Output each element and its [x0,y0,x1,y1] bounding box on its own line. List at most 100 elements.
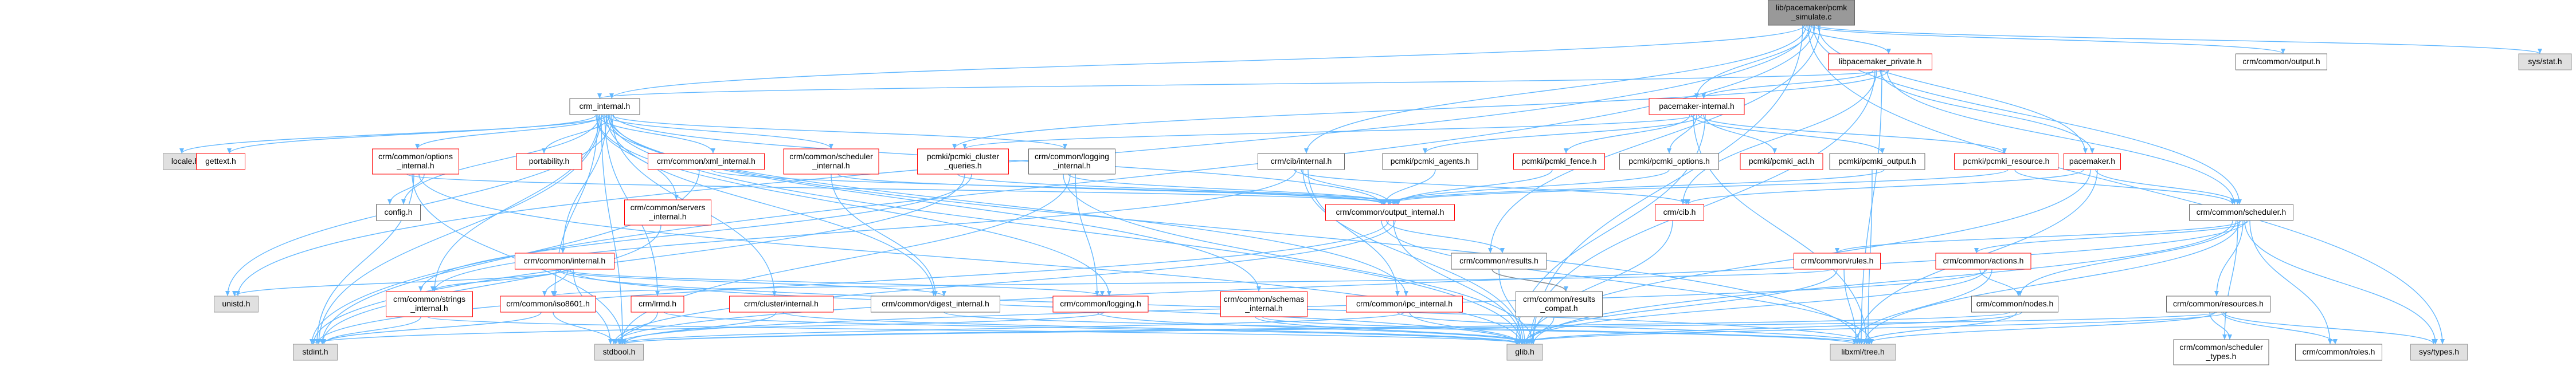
node-libxml: libxml/tree.h [1830,344,1896,361]
edge-arrowhead [236,291,240,296]
node-iso8601[interactable]: crm/common/iso8601.h [500,296,596,313]
dependency-edge [1491,269,1567,292]
node-portability[interactable]: portability.h [516,153,582,170]
node-label: crm/common/roles.h [2303,347,2375,356]
node-serversint[interactable]: crm/common/servers_internal.h [624,199,711,226]
dependency-edge [1818,25,2086,154]
dependency-edge [1397,312,1870,345]
node-actions[interactable]: crm/common/actions.h [1935,253,2031,270]
node-outint[interactable]: crm/common/output_internal.h [1325,204,1455,221]
node-label: crm/common/schemas [1224,294,1305,304]
dependency-edge [1384,169,1436,205]
node-commonint[interactable]: crm/common/internal.h [515,253,614,270]
node-label: crm/common/iso8601.h [506,299,590,308]
node-box [500,296,596,313]
node-rules[interactable]: crm/common/rules.h [1794,253,1881,270]
edge-arrowhead [1852,339,1857,344]
dependency-edge [613,220,2247,345]
edge-arrowhead [561,248,565,253]
node-label: crm/common/scheduler [789,152,873,161]
dependency-edge [613,220,1396,345]
node-box [1971,296,2058,313]
node-schedint[interactable]: crm/common/scheduler_internal.h [783,148,879,175]
node-root[interactable]: lib/pacemaker/pcmk_simulate.c [1768,0,1855,26]
node-label: sys/types.h [2419,347,2459,356]
node-output[interactable]: crm/common/output.h [2236,53,2327,70]
node-logging[interactable]: crm/common/logging.h [1052,296,1149,313]
dependency-edge [1498,269,1525,345]
dependency-edge [313,174,965,345]
node-options[interactable]: pcmki/pcmki_options.h [1619,153,1719,170]
node-label: crm/cib/internal.h [1271,156,1332,166]
node-box [1655,204,1704,221]
node-label: pcmki/pcmki_options.h [1628,156,1710,166]
node-cib[interactable]: crm/cib.h [1655,204,1704,221]
node-label: crm_internal.h [580,101,631,111]
node-digestint[interactable]: crm/common/digest_internal.h [871,296,1000,313]
dependency-edge [417,114,604,149]
dependency-edge [181,114,609,154]
dependency-edge [237,25,1810,297]
edge-arrowhead [542,291,547,296]
node-resultscompat[interactable]: crm/common/results_compat.h [1516,291,1603,317]
edge-arrowhead [2281,49,2285,54]
edge-arrowhead [310,339,314,344]
node-box [196,153,245,170]
node-xmlint[interactable]: crm/common/xml_internal.h [648,153,765,170]
dependency-edge [596,114,1110,297]
dependency-edge [711,169,1385,205]
node-fence[interactable]: pcmki/pcmki_fence.h [1513,153,1605,170]
node-agents[interactable]: pcmki/pcmki_agents.h [1382,153,1478,170]
node-resource[interactable]: pcmki/pcmki_resource.h [1954,153,2058,170]
edge-arrowhead [2440,339,2445,344]
edge-arrowhead [1500,248,1505,253]
edge-arrowhead [387,199,392,204]
node-schemasint[interactable]: crm/common/schemas_internal.h [1220,291,1307,317]
dependency-edge [1386,220,1503,254]
node-label: stdbool.h [603,347,636,356]
node-box [372,148,459,175]
edge-arrowhead [320,339,324,344]
edge-arrowhead [1835,248,1839,253]
node-optint[interactable]: crm/common/options_internal.h [372,148,459,175]
node-config[interactable]: config.h [376,204,421,221]
node-gettext[interactable]: gettext.h [196,153,245,170]
node-stringsint[interactable]: crm/common/strings_internal.h [386,291,473,317]
node-acl[interactable]: pcmki/pcmki_acl.h [1740,153,1823,170]
node-ipcint[interactable]: crm/common/ipc_internal.h [1346,296,1463,313]
node-label: _internal.h [648,212,686,221]
dependency-edge [1301,169,1391,205]
node-roles[interactable]: crm/common/roles.h [2295,344,2382,361]
dependency-edge [322,225,661,345]
node-label: crm/common/logging [1035,152,1109,161]
node-box [729,296,833,313]
node-box [2295,344,2382,361]
node-results[interactable]: crm/common/results.h [1451,253,1547,270]
node-pmint[interactable]: pacemaker-internal.h [1649,98,1745,115]
node-scheduler[interactable]: crm/common/scheduler.h [2189,204,2293,221]
node-box [1516,291,1603,317]
edge-arrowhead [2227,334,2232,340]
node-crmint[interactable]: crm_internal.h [569,98,640,115]
node-nodes[interactable]: crm/common/nodes.h [1971,296,2058,313]
edge-arrowhead [551,291,555,296]
dependency-edge [606,114,934,297]
node-libpriv[interactable]: libpacemaker_private.h [1828,53,1932,70]
node-pcmkiout[interactable]: pcmki/pcmki_output.h [1829,153,1925,170]
node-schedtypes[interactable]: crm/common/scheduler_types.h [2173,339,2269,365]
node-clusterq[interactable]: pcmki/pcmki_cluster_queries.h [917,148,1009,175]
node-lrmd[interactable]: crm/lrmd.h [631,296,684,313]
node-box [1830,344,1896,361]
edge-arrowhead [609,93,614,99]
node-box [1513,153,1605,170]
node-loggingint[interactable]: crm/common/logging_internal.h [1028,148,1115,175]
node-cibint[interactable]: crm/cib/internal.h [1258,153,1345,170]
node-resources[interactable]: crm/common/resources.h [2166,296,2270,313]
dependency-edge [2095,169,2238,205]
dependency-edge [1068,174,1394,205]
dependency-edge [562,269,1103,297]
edge-arrowhead [1381,199,1385,204]
edge-arrowhead [1423,148,1427,153]
node-clusterint[interactable]: crm/cluster/internal.h [729,296,833,313]
node-pacemaker[interactable]: pacemaker.h [2064,153,2121,170]
